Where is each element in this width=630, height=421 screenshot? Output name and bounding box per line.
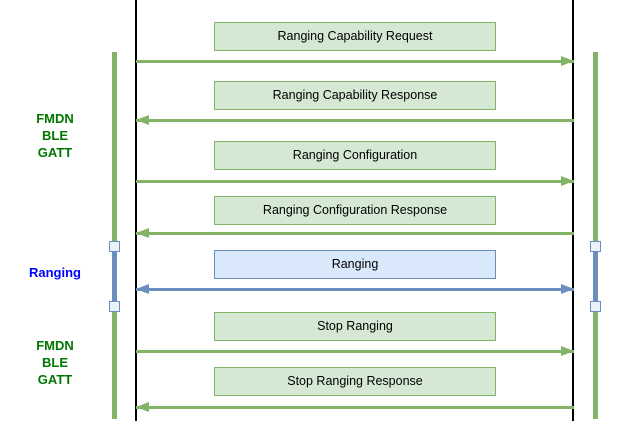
phase-label-line: GATT [37, 372, 73, 387]
phase-label-line: FMDN [36, 338, 74, 353]
message-box: Ranging Capability Response [214, 81, 496, 110]
message-arrow [136, 402, 574, 412]
phase-label-ranging: Ranging [0, 264, 110, 281]
message-box: Ranging Configuration Response [214, 196, 496, 225]
message-arrow [136, 176, 574, 186]
arrowhead-left-icon [136, 228, 149, 238]
arrowhead-right-icon [561, 176, 574, 186]
message-arrow [136, 346, 574, 356]
message-box: Stop Ranging Response [214, 367, 496, 396]
phase-label-line: BLE [42, 128, 68, 143]
message-arrow [136, 228, 574, 238]
message-box: Ranging Capability Request [214, 22, 496, 51]
message-box: Ranging Configuration [214, 141, 496, 170]
rail-left-gatt-top [112, 52, 117, 247]
arrowhead-left-icon [136, 284, 149, 294]
rail-left-ranging [112, 247, 117, 307]
rail-right-ranging [593, 247, 598, 307]
state-transition-square [590, 241, 601, 252]
rail-right-gatt-bottom [593, 307, 598, 419]
rail-left-gatt-bottom [112, 307, 117, 419]
phase-label-fmdn-ble-gatt-top: FMDN BLE GATT [0, 110, 110, 161]
state-transition-square [109, 301, 120, 312]
phase-label-line: GATT [37, 145, 73, 160]
arrowhead-left-icon [136, 115, 149, 125]
lifeline-right [572, 0, 574, 421]
arrowhead-right-icon [561, 56, 574, 66]
message-box: Ranging [214, 250, 496, 279]
state-transition-square [109, 241, 120, 252]
phase-label-line: Ranging [29, 265, 81, 280]
rail-right-gatt-top [593, 52, 598, 247]
phase-label-line: FMDN [36, 111, 74, 126]
message-box: Stop Ranging [214, 312, 496, 341]
arrowhead-right-icon [561, 284, 574, 294]
lifeline-left [135, 0, 137, 421]
arrowhead-left-icon [136, 402, 149, 412]
message-arrow [136, 56, 574, 66]
message-arrow [136, 284, 574, 294]
message-arrow [136, 115, 574, 125]
arrowhead-right-icon [561, 346, 574, 356]
state-transition-square [590, 301, 601, 312]
phase-label-line: BLE [42, 355, 68, 370]
phase-label-fmdn-ble-gatt-bottom: FMDN BLE GATT [0, 337, 110, 388]
